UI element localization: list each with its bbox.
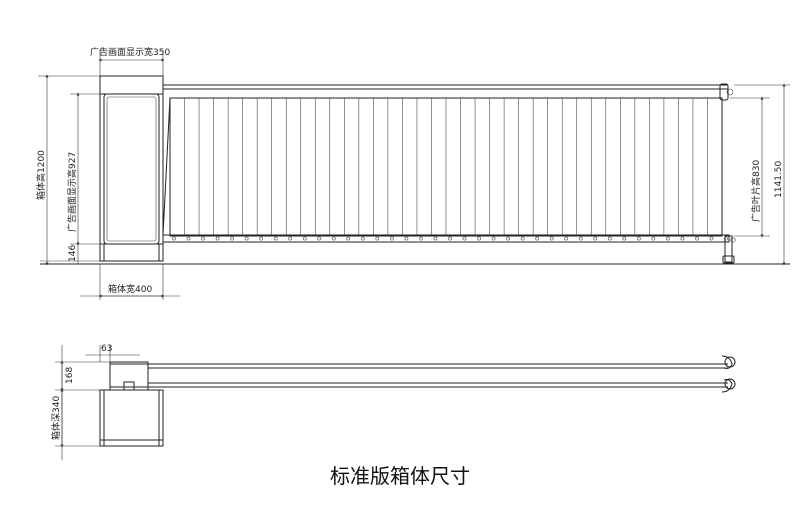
rail-bolt: [491, 236, 496, 241]
drawing-caption: 标准版箱体尺寸: [330, 464, 470, 488]
blade-group: [184, 98, 708, 236]
front-dimensions: 广告画面显示宽350 箱体高1200 广告画面显示高927 146 箱体宽400…: [35, 46, 790, 300]
rail-bolt: [288, 236, 293, 241]
rail-bolt: [419, 236, 423, 241]
rail-bolt: [680, 236, 685, 241]
front-view: [40, 75, 790, 265]
rail-bolt: [259, 236, 264, 241]
rail-bolt: [564, 236, 569, 241]
ad-screen-frame: [103, 93, 160, 245]
rail-bolt: [520, 236, 525, 241]
rail-bolt: [593, 236, 598, 241]
rail-bolt: [549, 236, 554, 241]
rail-bolt: [651, 236, 656, 241]
dim-top-offset: 63: [101, 344, 112, 354]
dim-ad-screen-height: 广告画面显示高927: [66, 152, 78, 232]
rail-bolt: [535, 236, 540, 241]
support-leg: [724, 235, 733, 263]
top-view: [99, 355, 736, 447]
rail-bolt: [273, 236, 278, 241]
rail-bolt: [331, 236, 336, 241]
rail-bolt: [622, 236, 627, 241]
dim-box-width: 箱体宽400: [108, 283, 152, 295]
rail-bolt: [506, 236, 511, 241]
rail-bolt: [607, 236, 612, 241]
rail-bolt: [230, 236, 235, 241]
rail-bolt: [172, 236, 176, 241]
rail-bolt: [244, 236, 249, 241]
rail-bolt: [404, 236, 409, 241]
rail-bolt: [433, 236, 438, 241]
dim-total-height: 1141.50: [774, 161, 784, 198]
bottom-rail: [162, 234, 730, 243]
ad-screen-inner: [106, 96, 157, 242]
rail-bolt: [477, 236, 481, 241]
rail-bolt: [215, 236, 220, 241]
rail-bolt: [448, 236, 452, 241]
rail-bolt: [724, 236, 728, 241]
dim-blade-height: 广告叶片高830: [750, 160, 762, 222]
bolt-group: [172, 236, 728, 241]
cabinet-outline: [99, 75, 164, 262]
rail-bolt: [302, 236, 307, 241]
dim-box-depth: 箱体深340: [50, 396, 62, 440]
rail-bolt: [346, 236, 351, 241]
rail-bolt: [360, 236, 365, 241]
dim-base-height: 146: [68, 245, 78, 262]
rail-bolt: [636, 236, 641, 241]
cabinet-base: [103, 243, 160, 262]
rail-bolt: [375, 236, 380, 241]
rail-bolt: [578, 236, 583, 241]
top-dimensions: 63 168 箱体深340: [50, 344, 140, 460]
dim-arm-height: 168: [65, 367, 75, 384]
rail-bolt: [389, 236, 394, 241]
rail-bolt: [709, 236, 714, 241]
rail-bolt: [186, 236, 191, 241]
arm-hinge: [109, 361, 149, 391]
dim-box-height: 箱体高1200: [35, 150, 47, 200]
rail-bolt: [665, 236, 670, 241]
rail-bolt: [695, 236, 699, 241]
dim-ad-screen-width: 广告画面显示宽350: [90, 46, 170, 58]
rail-bolt: [201, 236, 205, 241]
rail-bolt: [462, 236, 467, 241]
rail-bolt: [317, 236, 322, 241]
box-body-top: [99, 389, 164, 447]
